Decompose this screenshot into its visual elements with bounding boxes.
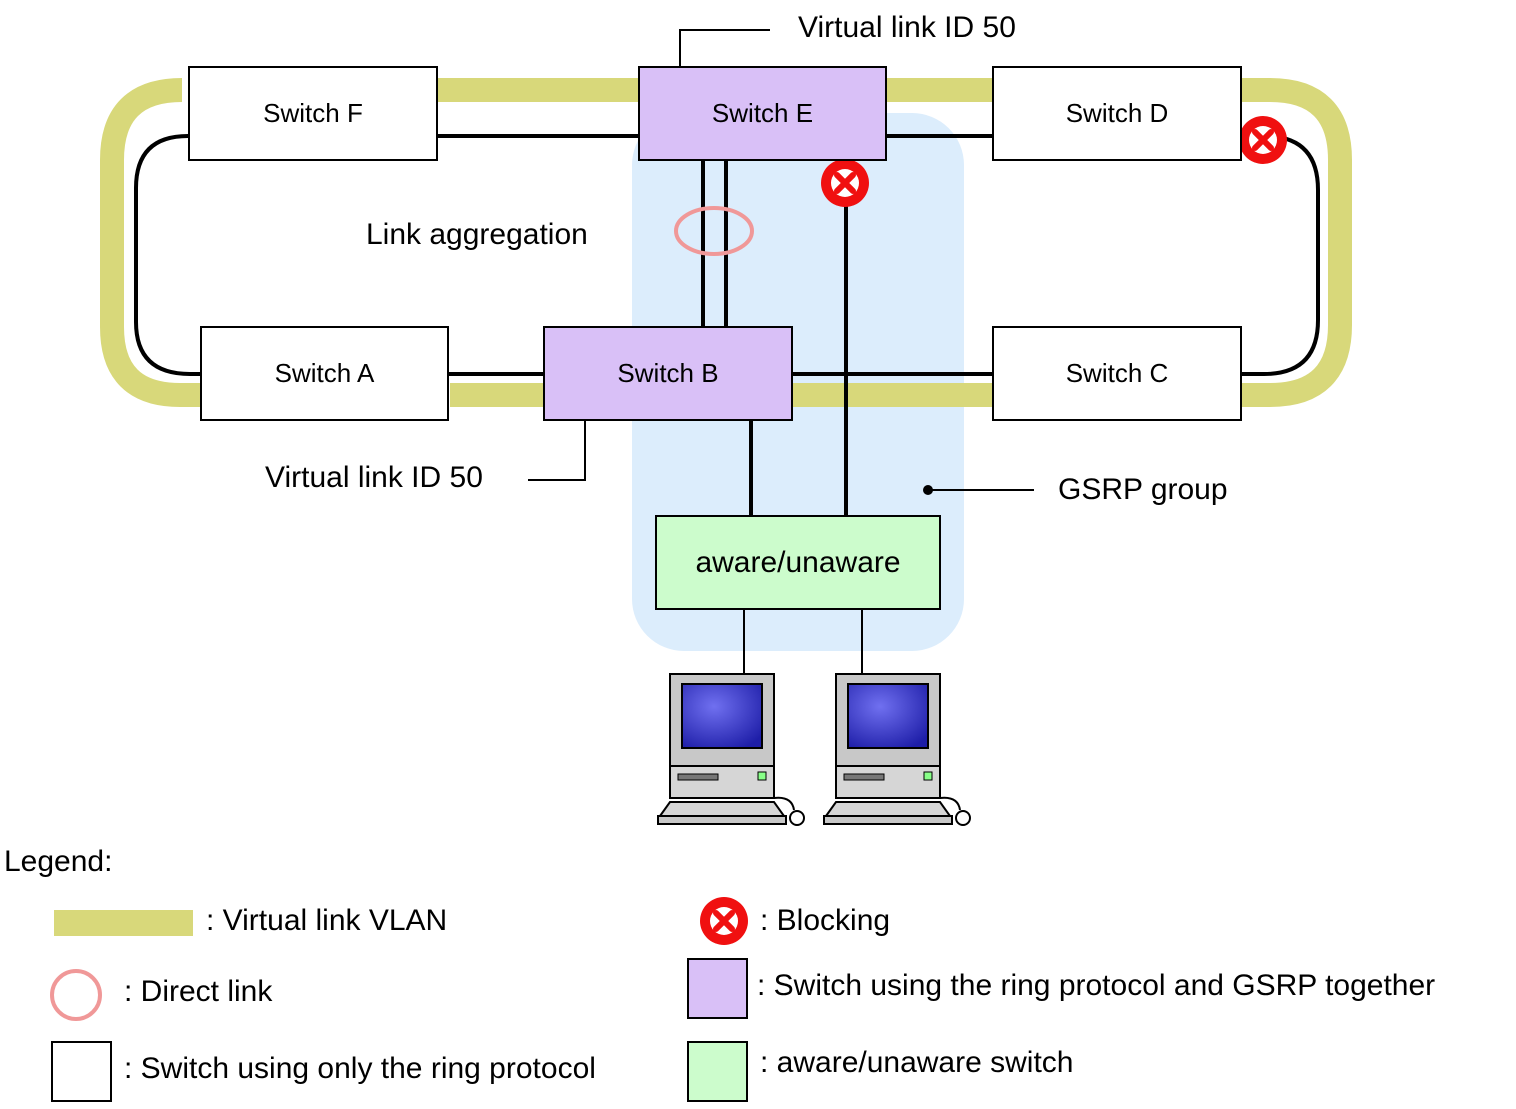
legend-title: Legend: bbox=[4, 845, 113, 878]
legend-ring-only-swatch bbox=[51, 1041, 112, 1102]
switch-d: Switch D bbox=[992, 66, 1242, 161]
cable-d-c bbox=[1240, 134, 1320, 376]
legend-blocking-text: : Blocking bbox=[760, 904, 891, 937]
switch-d-label: Switch D bbox=[1065, 98, 1169, 128]
virtual-link-bottom-label: Virtual link ID 50 bbox=[265, 461, 483, 494]
switch-e: Switch E bbox=[638, 66, 887, 161]
legend-aware-swatch bbox=[687, 1041, 748, 1102]
switch-e-label: Switch E bbox=[711, 98, 814, 128]
blocking-icon bbox=[1239, 116, 1287, 164]
computer-icon bbox=[823, 673, 971, 826]
virtual-link-vlan-ring bbox=[100, 78, 1352, 407]
switch-a-label: Switch A bbox=[274, 358, 375, 388]
blocking-icon bbox=[700, 897, 748, 945]
virtual-link-top-label: Virtual link ID 50 bbox=[798, 11, 1016, 44]
switch-b: Switch B bbox=[543, 326, 793, 421]
aware-unaware-switch: aware/unaware bbox=[655, 515, 941, 610]
legend-direct-link-text: : Direct link bbox=[124, 975, 273, 1008]
legend-direct-link-swatch bbox=[50, 969, 102, 1021]
switch-f-label: Switch F bbox=[263, 98, 363, 128]
computer-icon bbox=[657, 673, 805, 826]
direct-link-marker bbox=[674, 206, 754, 256]
legend-ring-gsrp-text: : Switch using the ring protocol and GSR… bbox=[757, 969, 1436, 1002]
legend-ring-only-text: : Switch using only the ring protocol bbox=[124, 1052, 596, 1085]
leader-virtual-link-bottom bbox=[528, 406, 586, 481]
blocking-icon bbox=[821, 159, 869, 207]
legend-aware-text: : aware/unaware switch bbox=[760, 1046, 1074, 1079]
legend-vlan-text: : Virtual link VLAN bbox=[206, 904, 448, 937]
switch-b-label: Switch B bbox=[617, 358, 719, 388]
switch-c: Switch C bbox=[992, 326, 1242, 421]
switch-c-label: Switch C bbox=[1065, 358, 1169, 388]
legend-ring-gsrp-swatch bbox=[687, 958, 748, 1019]
cable-f-a bbox=[134, 134, 202, 376]
legend-vlan-swatch bbox=[54, 910, 193, 936]
aware-unaware-label: aware/unaware bbox=[695, 545, 901, 579]
leader-dot-gsrp bbox=[923, 485, 933, 495]
link-aggregation-label: Link aggregation bbox=[366, 218, 588, 251]
gsrp-group-label: GSRP group bbox=[1058, 473, 1228, 506]
switch-f: Switch F bbox=[188, 66, 438, 161]
switch-a: Switch A bbox=[200, 326, 449, 421]
